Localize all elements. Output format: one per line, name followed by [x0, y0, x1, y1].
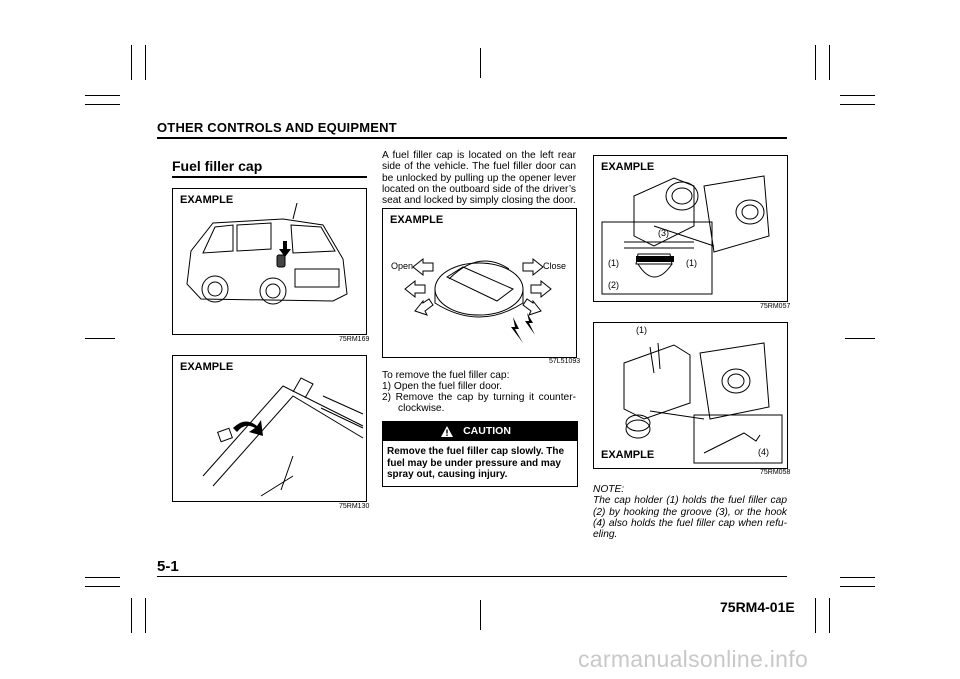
crop-mark: [85, 577, 120, 578]
callout-1-left: (1): [608, 258, 619, 268]
caution-header: CAUTION: [383, 422, 577, 441]
figure-code: 75RM169: [339, 336, 370, 343]
crop-mark: [145, 45, 146, 80]
note-paragraph: NOTE: The cap holder (1) holds the fuel …: [593, 484, 787, 541]
page-header: OTHER CONTROLS AND EQUIPMENT: [157, 120, 397, 135]
crop-mark: [845, 338, 875, 339]
figure-tag: EXAMPLE: [180, 194, 234, 206]
crop-mark: [815, 598, 816, 633]
crop-mark: [131, 598, 132, 633]
figure-holder-1: EXAMPLE (3) (1) (1) (2): [593, 155, 788, 302]
cap-illustration: [404, 257, 552, 343]
crop-mark: [840, 104, 875, 105]
figure-tag: EXAMPLE: [601, 161, 655, 173]
remove-heading: To remove the fuel filler cap:: [382, 370, 510, 381]
figure-cap: EXAMPLE Open Close: [382, 208, 577, 358]
figure-tag: EXAMPLE: [601, 449, 655, 461]
crop-mark: [829, 45, 830, 80]
warning-icon: [441, 426, 453, 437]
figure-code: 75RM130: [339, 503, 370, 510]
intro-paragraph: A fuel filler cap is located on the left…: [382, 150, 576, 207]
car-illustration: [186, 202, 348, 305]
crop-mark: [85, 338, 115, 339]
page-number: 5-1: [157, 558, 179, 575]
figure-code: 75RM058: [760, 469, 791, 476]
figure-car: EXAMPLE: [172, 188, 367, 335]
step-2-cont: clockwise.: [398, 403, 445, 414]
watermark: carmanualsonline.info: [578, 646, 809, 672]
crop-mark: [85, 95, 120, 96]
figure-code: 75RM057: [760, 303, 791, 310]
holder-hook-illustration: [623, 342, 783, 464]
caution-text: Remove the fuel filler cap slowly. The f…: [387, 446, 565, 480]
crop-mark: [145, 598, 146, 633]
callout-2: (2): [608, 280, 619, 290]
crop-mark: [840, 577, 875, 578]
crop-mark: [85, 586, 120, 587]
figure-code: 57L51093: [549, 358, 581, 365]
lever-illustration: [202, 377, 364, 497]
caution-box: CAUTION Remove the fuel filler cap slowl…: [382, 421, 578, 487]
figure-holder-2: EXAMPLE (1) (4): [593, 322, 788, 469]
holder-illustration: [601, 175, 770, 295]
crop-mark: [840, 95, 875, 96]
crop-mark: [840, 586, 875, 587]
footer-rule: [157, 576, 787, 577]
section-rule: [172, 176, 367, 178]
crop-mark: [85, 104, 120, 105]
document-code: 75RM4-01E: [720, 599, 795, 615]
step-1: 1) Open the fuel filler door.: [382, 381, 503, 392]
callout-1-right: (1): [686, 258, 697, 268]
open-label: Open: [391, 261, 414, 271]
figure-tag: EXAMPLE: [180, 361, 234, 373]
step-2: 2) Remove the cap by turning it counter-: [382, 392, 576, 403]
crop-mark: [829, 598, 830, 633]
close-label: Close: [543, 261, 567, 271]
crop-mark: [131, 45, 132, 80]
caution-title: CAUTION: [463, 425, 511, 437]
header-rule: [157, 137, 787, 139]
crop-mark: [480, 48, 481, 78]
callout-3: (3): [658, 228, 669, 238]
crop-mark: [480, 600, 481, 630]
callout-1: (1): [636, 325, 647, 335]
crop-mark: [815, 45, 816, 80]
callout-4: (4): [758, 447, 769, 457]
section-title: Fuel filler cap: [172, 158, 263, 174]
figure-tag: EXAMPLE: [390, 214, 444, 226]
figure-lever: EXAMPLE: [172, 355, 367, 502]
